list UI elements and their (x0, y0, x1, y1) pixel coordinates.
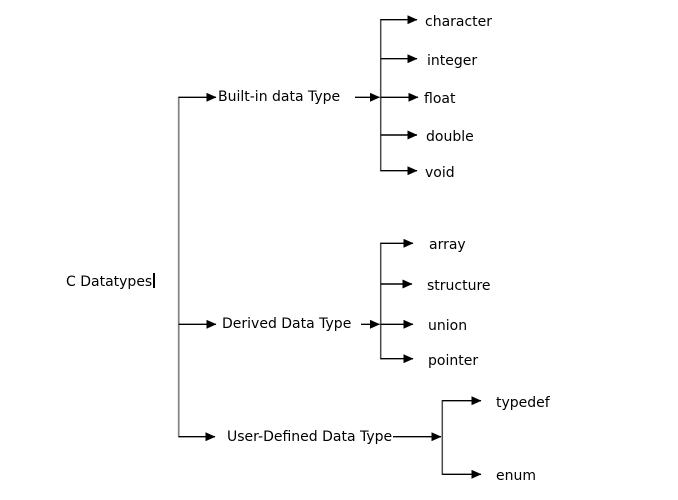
leaf-float[interactable]: float (424, 91, 456, 107)
leaf-enum[interactable]: enum (496, 468, 536, 484)
leaf-character[interactable]: character (425, 14, 493, 30)
leaf-structure[interactable]: structure (427, 278, 491, 294)
user-defined-connector-group (393, 396, 482, 479)
node-derived-data-type[interactable]: Derived Data Type (222, 316, 352, 332)
derived-connector-group (361, 238, 414, 364)
leaf-typedef[interactable]: typedef (496, 395, 550, 411)
leaf-array[interactable]: array (429, 237, 466, 253)
leaf-union[interactable]: union (428, 318, 468, 334)
built-in-connector-group (355, 15, 419, 176)
leaf-pointer[interactable]: pointer (428, 353, 479, 369)
leaf-integer[interactable]: integer (427, 53, 478, 69)
trunk-connector-group (177, 92, 217, 442)
root-node-label[interactable]: C Datatypes (66, 272, 155, 292)
root-node-text: C Datatypes (66, 274, 153, 290)
leaf-void[interactable]: void (425, 165, 455, 181)
text-caret (153, 273, 155, 288)
node-user-defined-data-type[interactable]: User-Defined Data Type (227, 429, 393, 445)
node-built-in-data-type[interactable]: Built-in data Type (218, 89, 341, 105)
leaf-double[interactable]: double (426, 129, 474, 145)
